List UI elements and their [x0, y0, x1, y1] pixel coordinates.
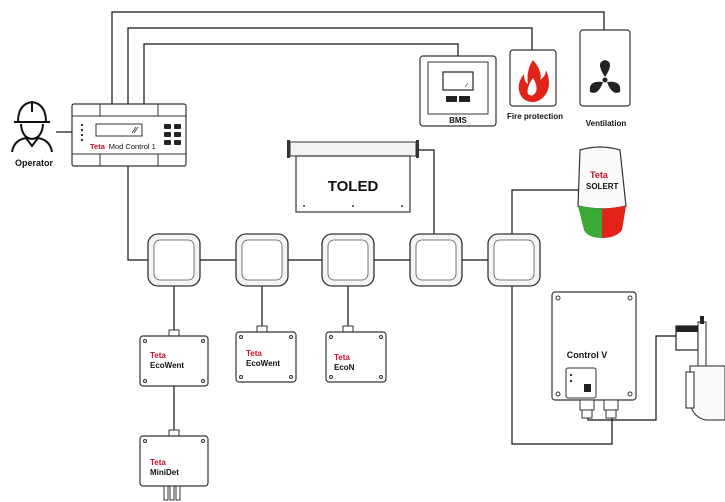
- device-brand: Teta: [150, 458, 166, 467]
- controller-led-strip: [81, 124, 83, 141]
- device-brand: Teta: [150, 351, 166, 360]
- device-ecowent-2: Teta EcoWent: [235, 325, 297, 383]
- toled-label: TOLED: [328, 178, 379, 195]
- ventilation-label: Ventilation: [586, 119, 627, 128]
- fire-label: Fire protection: [507, 112, 563, 121]
- device-ecowent-1: Teta EcoWent: [139, 329, 209, 387]
- device-brand: Teta: [246, 349, 262, 358]
- bms-label: BMS: [449, 116, 467, 125]
- bus-node: [409, 233, 463, 287]
- top-wiring: [111, 11, 605, 104]
- fan-icon: [589, 60, 621, 93]
- solert-siren: Teta SOLERT: [577, 146, 627, 238]
- device-brand: Teta: [334, 353, 350, 362]
- operator-label: Operator: [15, 158, 54, 168]
- solert-brand: Teta: [590, 170, 609, 180]
- solenoid-valve: [675, 316, 725, 421]
- bms-panel: BMS: [419, 55, 497, 127]
- bus-nodes: [147, 233, 541, 287]
- operator-icon: [11, 100, 53, 153]
- bms-panel-icon: [442, 71, 474, 102]
- device-name: EcoWent: [246, 359, 280, 368]
- control-v-module: Control V: [551, 291, 637, 419]
- bus-node: [147, 233, 201, 287]
- control-v-label: Control V: [567, 350, 608, 360]
- operator: Operator: [11, 100, 72, 168]
- controller-module: Teta Mod Control 1: [71, 103, 187, 167]
- controller-buttons: [164, 124, 181, 145]
- fire-icon: [518, 60, 549, 102]
- toled-sign: TOLED: [287, 140, 419, 213]
- control-v-panel: [565, 367, 597, 399]
- minidet-sensor: [163, 485, 181, 501]
- device-name: EcoN: [334, 363, 355, 372]
- solert-name: SOLERT: [586, 182, 619, 191]
- controller-display: [95, 123, 143, 137]
- ventilation: Ventilation: [579, 29, 631, 128]
- fire-protection: Fire protection: [507, 49, 563, 121]
- bus-node: [235, 233, 289, 287]
- device-econ: Teta EcoN: [325, 325, 387, 383]
- bus-node: [321, 233, 375, 287]
- controller-label: Teta Mod Control 1: [90, 142, 156, 151]
- device-name: MiniDet: [150, 468, 179, 477]
- device-minidet: Teta MiniDet: [139, 429, 209, 501]
- bus-node: [487, 233, 541, 287]
- device-name: EcoWent: [150, 361, 184, 370]
